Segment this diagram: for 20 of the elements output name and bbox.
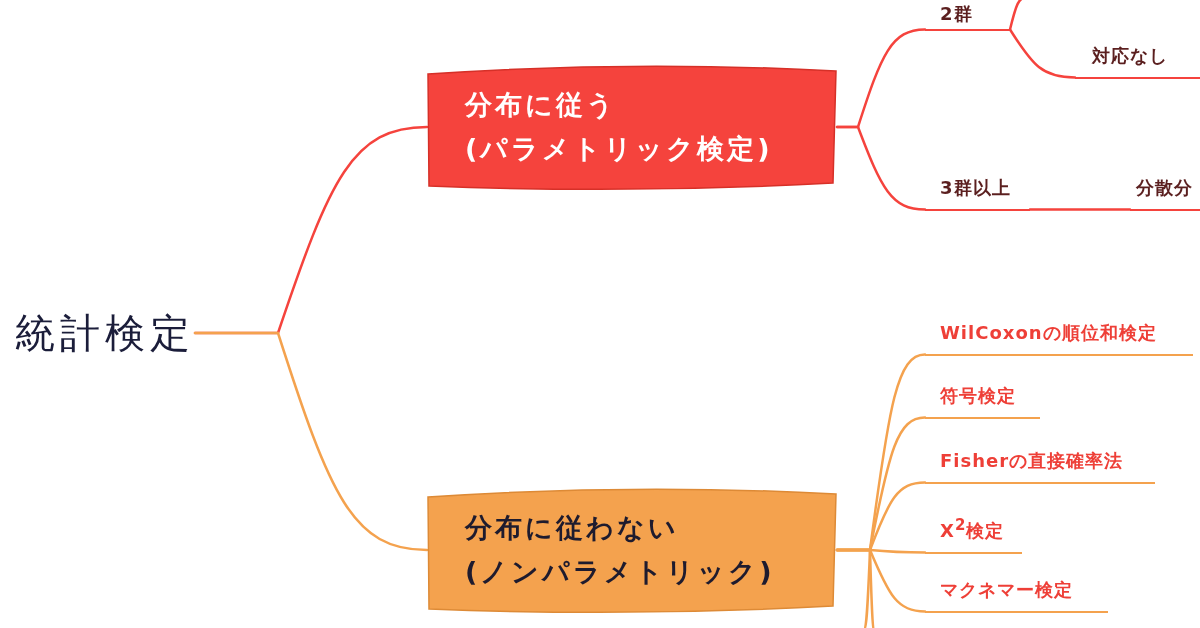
branch-label: 対応なし xyxy=(1075,42,1200,79)
branch-label: 3群以上 xyxy=(925,174,1030,211)
branch-line xyxy=(835,125,927,211)
branch-label: 符号検定 xyxy=(925,382,1040,419)
topic-box xyxy=(427,485,837,615)
topic-title: 分布に従う xyxy=(465,88,617,122)
branch-label: 分散分 xyxy=(1130,174,1200,211)
branch-line xyxy=(1028,208,1132,211)
branch-label: 2群 xyxy=(925,0,1010,31)
branch-line xyxy=(1008,28,1077,79)
topic-box xyxy=(427,62,837,192)
branch-label: マクネマー検定 xyxy=(925,576,1108,613)
branch-line xyxy=(193,331,429,552)
branch-label: WilCoxonの順位和検定 xyxy=(925,319,1193,356)
topic-subtitle: (ノンパラメトリック) xyxy=(465,555,775,589)
branch-label: Fisherの直接確率法 xyxy=(925,447,1155,484)
central-topic: 統計検定 xyxy=(15,308,195,358)
topic-title: 分布に従わない xyxy=(465,511,679,545)
branch-label: X$^{2}$検定 xyxy=(925,511,1022,554)
topic-subtitle: (パラメトリック検定) xyxy=(465,132,773,166)
